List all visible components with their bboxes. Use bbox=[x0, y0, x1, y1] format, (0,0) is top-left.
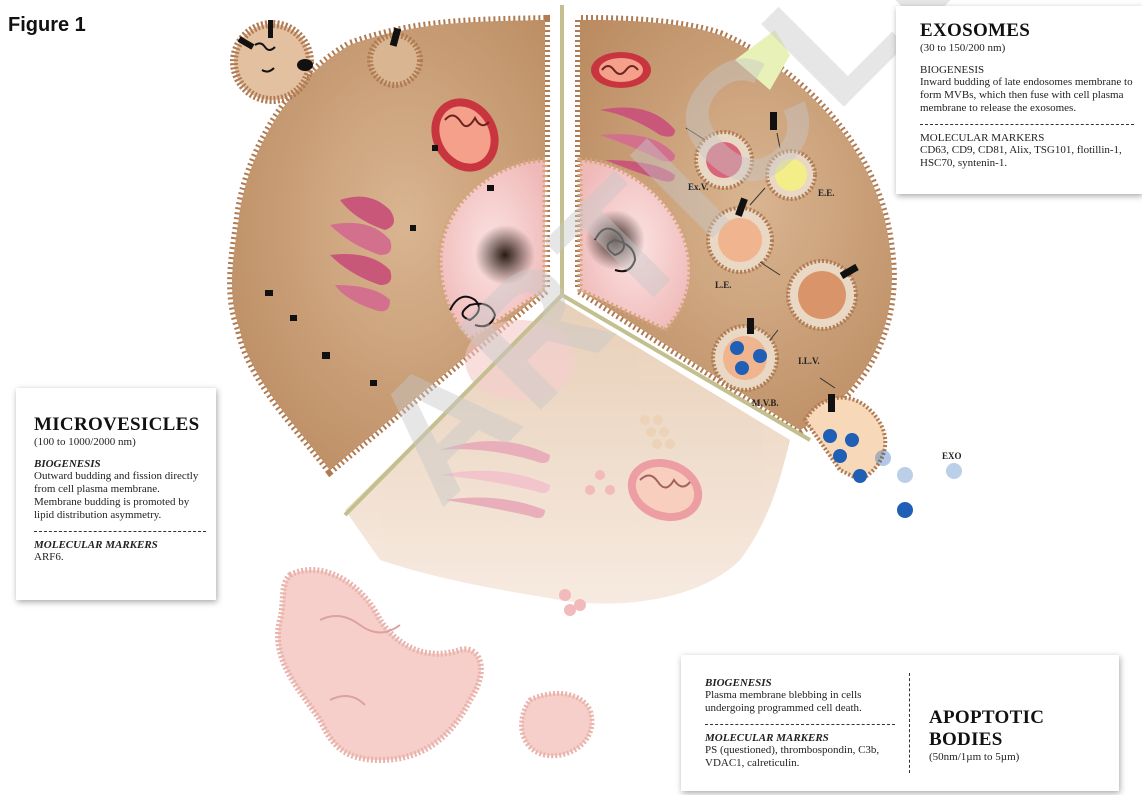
apoptotic-bodies-details: BIOGENESIS Plasma membrane blebbing in c… bbox=[705, 677, 895, 770]
microvesicles-markers-text: ARF6. bbox=[34, 551, 206, 564]
label-mvb: M.V.B. bbox=[752, 398, 779, 408]
exosomes-info-box: EXOSOMES (30 to 150/200 nm) BIOGENESIS I… bbox=[896, 6, 1142, 194]
microvesicles-biogenesis-heading: BIOGENESIS bbox=[34, 458, 206, 470]
microvesicles-divider bbox=[34, 531, 206, 532]
apoptotic-bodies-info-box: BIOGENESIS Plasma membrane blebbing in c… bbox=[681, 655, 1119, 791]
figure-label: Figure 1 bbox=[8, 14, 86, 37]
microvesicles-title: MICROVESICLES bbox=[34, 414, 206, 436]
microvesicles-biogenesis-text: Outward budding and fission directly fro… bbox=[34, 470, 206, 522]
apoptotic-divider bbox=[705, 724, 895, 725]
apoptotic-body-large bbox=[278, 570, 481, 760]
microvesicles-size: (100 to 1000/2000 nm) bbox=[34, 436, 206, 448]
label-ilv: I.L.V. bbox=[798, 356, 820, 366]
apoptotic-biogenesis-heading: BIOGENESIS bbox=[705, 677, 895, 689]
apoptotic-body-small bbox=[522, 693, 592, 755]
mitochondrion-right bbox=[591, 52, 651, 88]
label-ee: E.E. bbox=[818, 188, 835, 198]
exosomes-size: (30 to 150/200 nm) bbox=[920, 42, 1134, 54]
invaginating-endosome bbox=[788, 261, 859, 329]
exosomes-markers-heading: MOLECULAR MARKERS bbox=[920, 132, 1134, 144]
label-le: L.E. bbox=[715, 280, 732, 290]
microvesicles-info-box: MICROVESICLES (100 to 1000/2000 nm) BIOG… bbox=[16, 388, 216, 600]
apoptotic-markers-text: PS (questioned), thrombospondin, C3b, VD… bbox=[705, 744, 895, 770]
exosomes-markers-text: CD63, CD9, CD81, Alix, TSG101, flotillin… bbox=[920, 144, 1134, 170]
apoptotic-markers-heading: MOLECULAR MARKERS bbox=[705, 732, 895, 744]
microvesicles-markers-heading: MOLECULAR MARKERS bbox=[34, 539, 206, 551]
exosomes-divider bbox=[920, 124, 1134, 125]
extracellular-vesicle-exv bbox=[696, 132, 752, 188]
apoptotic-bodies-heading-block: APOPTOTIC BODIES (50nm/1µm to 5µm) bbox=[929, 707, 1119, 763]
exosome-release bbox=[805, 394, 962, 518]
apoptotic-biogenesis-text: Plasma membrane blebbing in cells underg… bbox=[705, 689, 895, 715]
apoptotic-bodies-title: APOPTOTIC BODIES bbox=[929, 707, 1119, 751]
exosomes-title: EXOSOMES bbox=[920, 20, 1134, 42]
early-endosome bbox=[767, 151, 815, 199]
apoptotic-vertical-divider bbox=[909, 673, 910, 773]
exosomes-biogenesis-heading: BIOGENESIS bbox=[920, 64, 1134, 76]
label-exv: Ex.V. bbox=[688, 182, 708, 192]
exosomes-biogenesis-text: Inward budding of late endosomes membran… bbox=[920, 76, 1134, 115]
apoptotic-bodies-size: (50nm/1µm to 5µm) bbox=[929, 751, 1119, 763]
label-exo: EXO bbox=[942, 451, 962, 461]
